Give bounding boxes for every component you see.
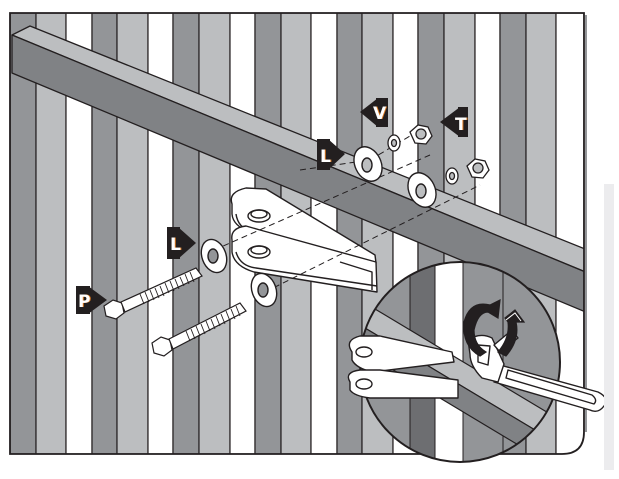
crossbar (11, 25, 584, 319)
washer-large-front-upper (200, 238, 228, 274)
nut-upper (409, 124, 433, 145)
svg-text:T: T (456, 115, 468, 135)
svg-text:P: P (78, 292, 90, 312)
callout-L-front: L L (167, 227, 196, 259)
svg-text:P: P (79, 292, 91, 312)
callout-pointer-icon (88, 286, 107, 314)
callout-pointer-icon (440, 107, 460, 137)
inset-bracket (347, 335, 459, 399)
callout-pointer-icon (328, 139, 345, 170)
washer-small-lower (445, 167, 459, 185)
callout-L-back: L L (317, 139, 345, 170)
callout-P: P P (76, 286, 107, 314)
svg-text:L: L (170, 235, 181, 255)
callout-V: V V (360, 98, 388, 127)
washer-large-front-lower (250, 272, 278, 308)
svg-text:L: L (171, 235, 182, 255)
assembly-guide-lines (204, 129, 481, 293)
hinge-bracket (230, 187, 378, 293)
nut-lower (466, 158, 490, 179)
frame-border (9, 12, 585, 455)
washer-large-back-lower (407, 172, 437, 208)
svg-text:V: V (373, 104, 387, 124)
page-edge-strip (604, 184, 614, 470)
clockwise-rotation-arrow-icon (463, 298, 526, 357)
washer-large-back-upper (353, 146, 383, 182)
svg-text:T: T (455, 115, 467, 135)
inset-detail (347, 261, 607, 463)
bolt-upper (103, 267, 203, 320)
washer-small-upper (387, 134, 401, 152)
svg-text:V: V (374, 104, 388, 124)
svg-text:L: L (320, 147, 331, 167)
svg-text:L: L (321, 147, 332, 167)
bolt-lower (151, 302, 247, 357)
callout-pointer-icon (178, 227, 196, 259)
callout-pointer-icon (360, 98, 378, 127)
callout-T: T T (440, 107, 468, 137)
